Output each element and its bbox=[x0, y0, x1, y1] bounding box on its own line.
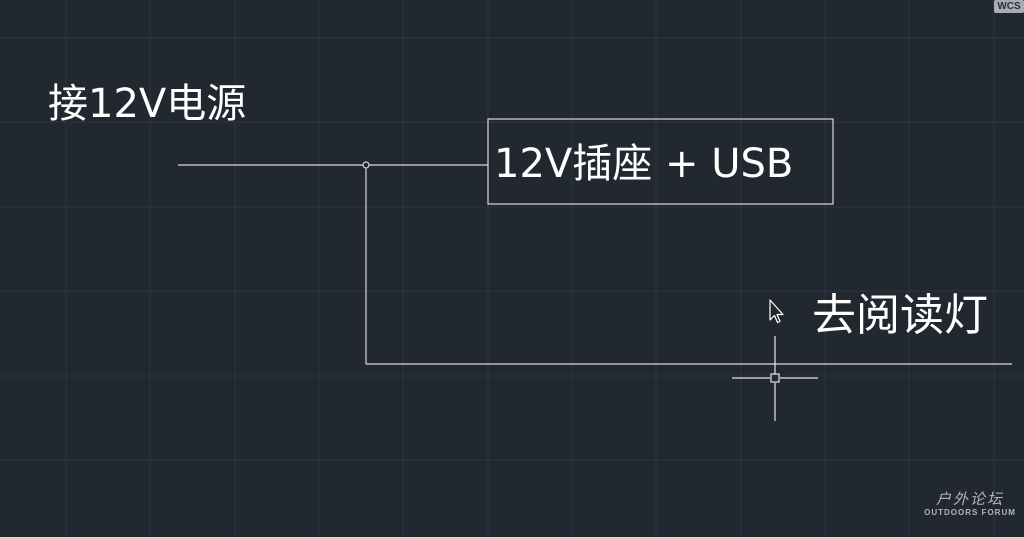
wcs-badge[interactable]: WCS bbox=[994, 0, 1024, 13]
arrow-cursor-icon bbox=[769, 299, 784, 324]
watermark-en: OUTDOORS FORUM bbox=[924, 508, 1016, 517]
forum-watermark: 户外论坛 OUTDOORS FORUM bbox=[920, 490, 1020, 518]
watermark-cn: 户外论坛 bbox=[935, 490, 1004, 508]
crosshair-cursor-icon bbox=[732, 336, 818, 421]
reading-light-label[interactable]: 去阅读灯 bbox=[812, 290, 988, 341]
socket-box-outline[interactable] bbox=[487, 118, 834, 205]
socket-box-label[interactable]: 12V插座 + USB bbox=[494, 141, 794, 187]
junction-node[interactable] bbox=[362, 161, 370, 169]
power-source-label[interactable]: 接12V电源 bbox=[48, 81, 247, 127]
